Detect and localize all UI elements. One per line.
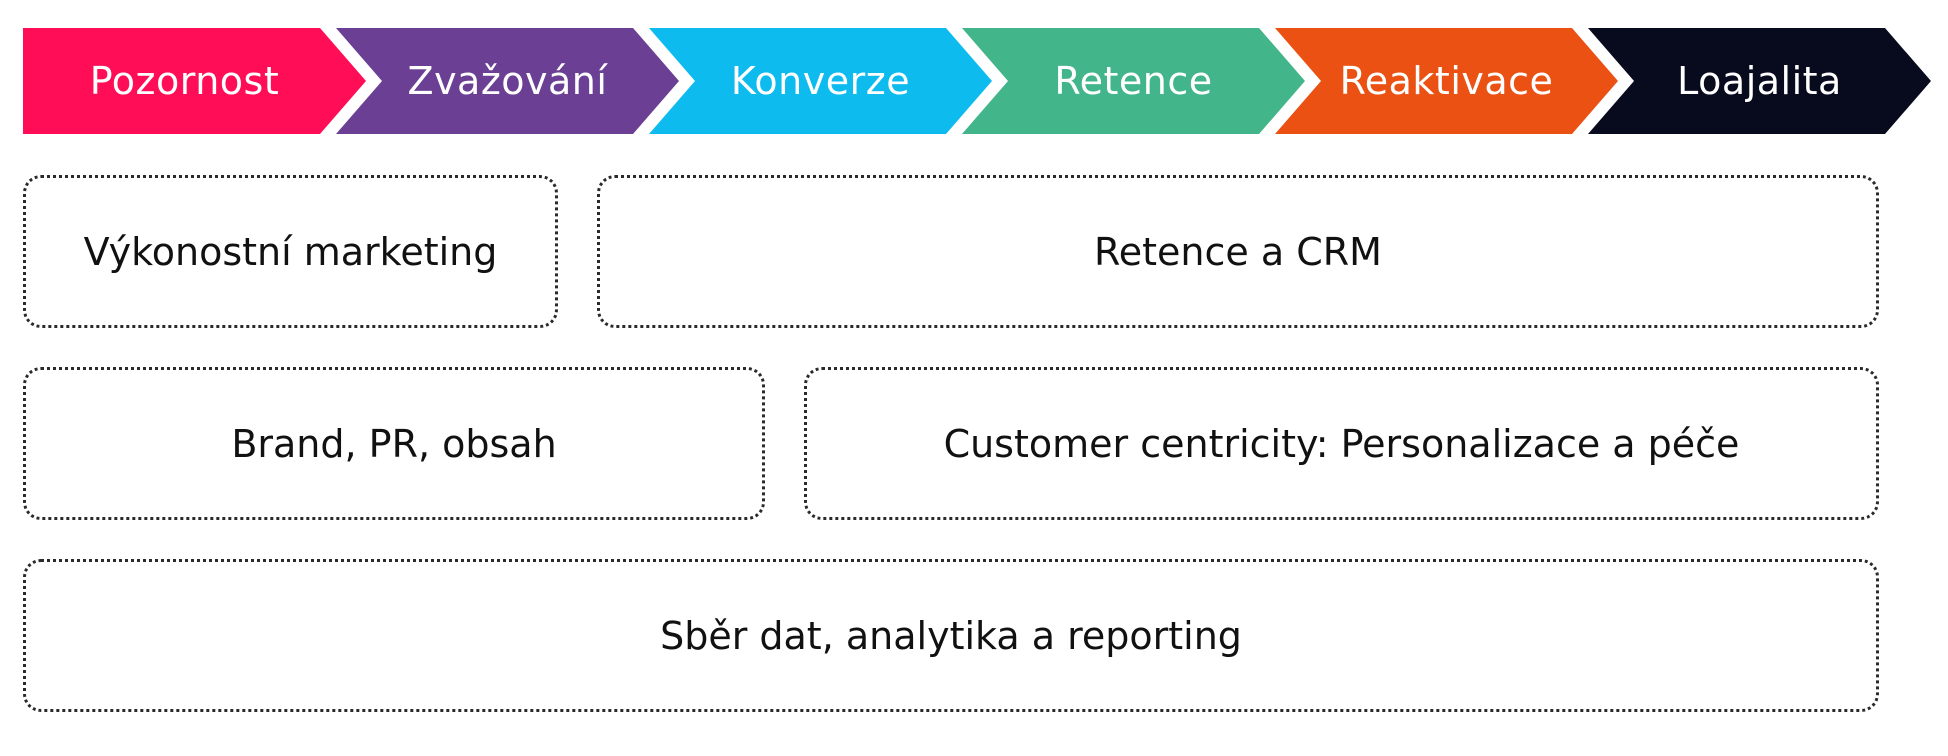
box-label: Sběr dat, analytika a reporting bbox=[660, 613, 1242, 658]
box-retention-crm: Retence a CRM bbox=[597, 175, 1879, 328]
stage-label: Retence bbox=[1054, 59, 1213, 103]
stage-retence: Retence bbox=[962, 28, 1305, 134]
box-label: Výkonostní marketing bbox=[83, 229, 498, 274]
stage-pozornost: Pozornost bbox=[23, 28, 366, 134]
box-performance-marketing: Výkonostní marketing bbox=[23, 175, 558, 328]
stage-zvazovani: Zvažování bbox=[336, 28, 679, 134]
stage-label: Zvažování bbox=[407, 59, 608, 103]
stage-label: Konverze bbox=[730, 59, 911, 103]
funnel-stages: Pozornost Zvažování Konverze Retence Rea… bbox=[0, 0, 1948, 160]
box-label: Retence a CRM bbox=[1094, 229, 1382, 274]
box-label: Customer centricity: Personalizace a péč… bbox=[943, 421, 1740, 466]
box-data-analytics: Sběr dat, analytika a reporting bbox=[23, 559, 1879, 712]
stage-reaktivace: Reaktivace bbox=[1275, 28, 1618, 134]
box-label: Brand, PR, obsah bbox=[231, 421, 557, 466]
stage-label: Loajalita bbox=[1677, 59, 1842, 103]
stage-label: Reaktivace bbox=[1339, 59, 1554, 103]
stage-loajalita: Loajalita bbox=[1588, 28, 1931, 134]
stage-konverze: Konverze bbox=[649, 28, 992, 134]
box-brand-pr: Brand, PR, obsah bbox=[23, 367, 765, 520]
box-customer-centricity: Customer centricity: Personalizace a péč… bbox=[804, 367, 1879, 520]
stage-label: Pozornost bbox=[89, 59, 280, 103]
